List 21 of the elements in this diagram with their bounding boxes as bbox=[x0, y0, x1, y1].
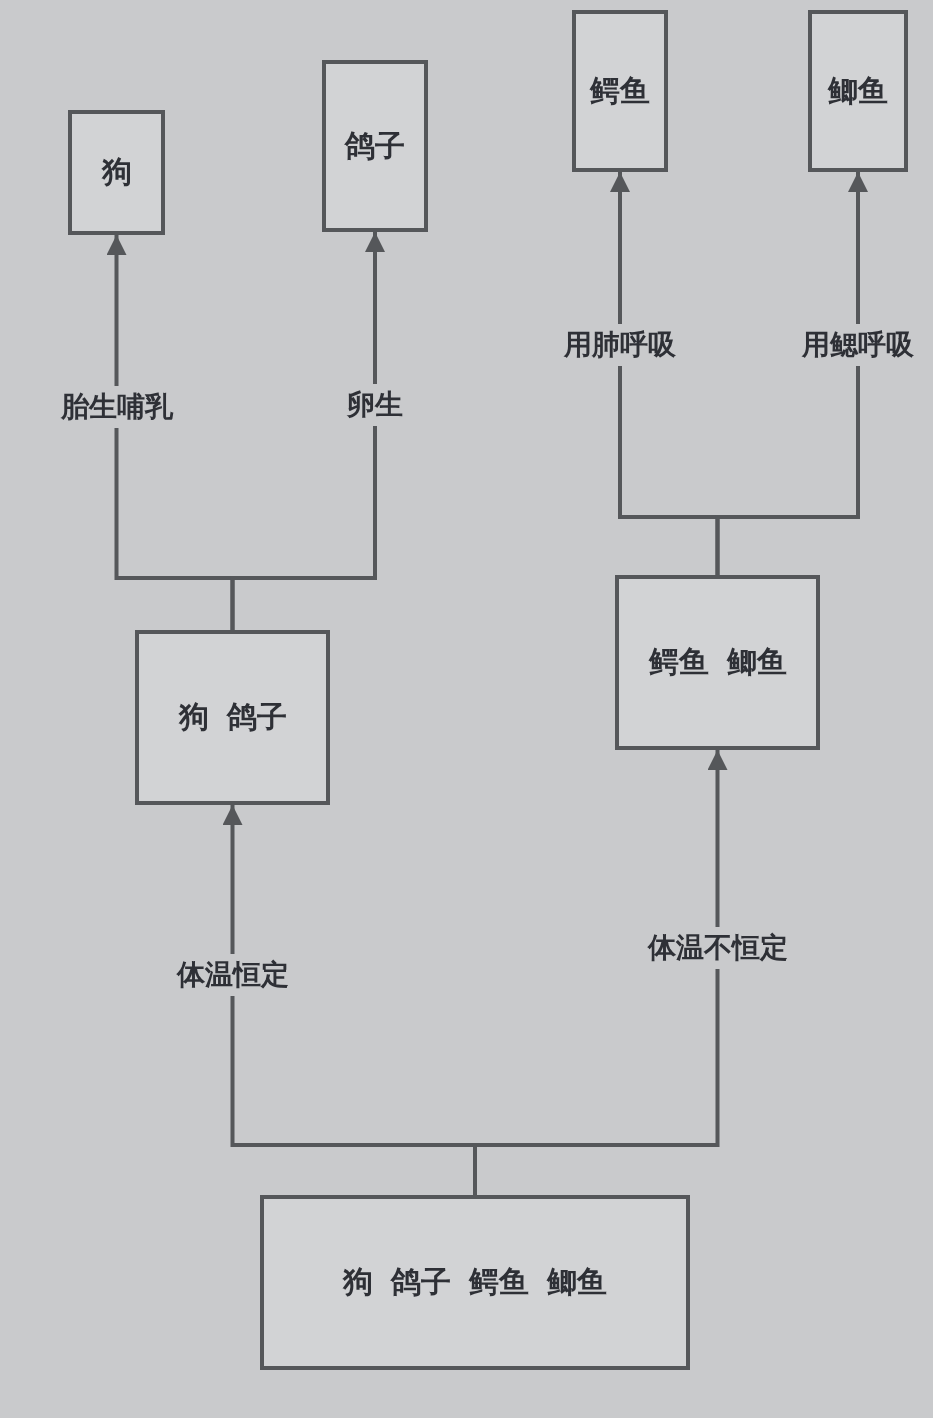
node-box bbox=[260, 1195, 690, 1370]
node-text: 鳄鱼 bbox=[648, 643, 709, 681]
node-text: 鲫鱼 bbox=[828, 71, 888, 110]
node-box bbox=[808, 10, 908, 172]
node-text: 狗 bbox=[101, 153, 132, 191]
node-text: 鲫鱼 bbox=[547, 1263, 607, 1301]
node-text: 鸽子 bbox=[226, 698, 287, 736]
arrow bbox=[715, 172, 868, 575]
node-box bbox=[322, 60, 428, 232]
node-text: 鳄鱼 bbox=[469, 1263, 529, 1301]
node-text: 狗 bbox=[343, 1263, 373, 1301]
arrow bbox=[230, 232, 385, 630]
node-text: 鸽子 bbox=[391, 1263, 451, 1301]
node-text: 狗 bbox=[178, 698, 209, 736]
node-box bbox=[615, 575, 820, 750]
node-box bbox=[135, 630, 330, 805]
node-text: 鲫鱼 bbox=[726, 643, 787, 681]
node-box bbox=[68, 110, 165, 235]
node-box bbox=[572, 10, 668, 172]
node-text: 鳄鱼 bbox=[590, 71, 650, 110]
node-text: 鸽子 bbox=[345, 126, 405, 165]
